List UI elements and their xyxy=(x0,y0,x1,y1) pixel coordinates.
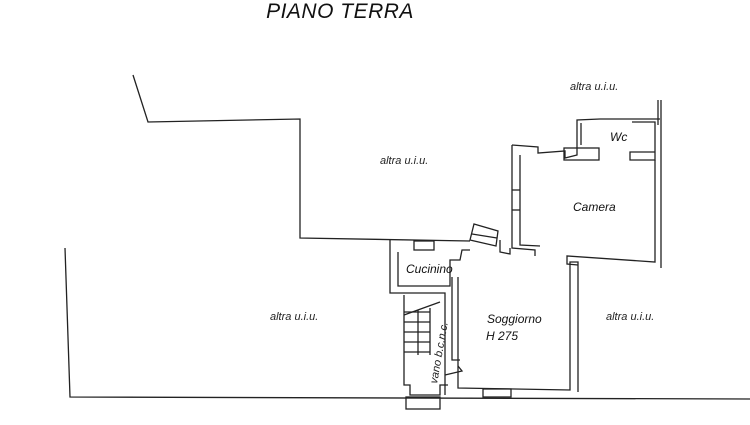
entry-arrow-icon xyxy=(444,365,464,376)
label-camera: Camera xyxy=(573,200,616,214)
label-other-unit-right: altra u.i.u. xyxy=(606,311,654,323)
label-soggiorno: Soggiorno xyxy=(487,312,542,326)
label-other-unit-top-center: altra u.i.u. xyxy=(380,155,428,167)
label-wc: Wc xyxy=(610,130,627,144)
label-other-unit-left: altra u.i.u. xyxy=(270,311,318,323)
plan-title: PIANO TERRA xyxy=(266,0,414,23)
label-height: H 275 xyxy=(486,329,518,343)
boundary-lines xyxy=(64,74,750,400)
label-cucinino: Cucinino xyxy=(406,262,453,276)
label-other-unit-top-right: altra u.i.u. xyxy=(570,81,618,93)
stair-steps xyxy=(403,301,441,355)
apartment-walls xyxy=(389,118,660,410)
